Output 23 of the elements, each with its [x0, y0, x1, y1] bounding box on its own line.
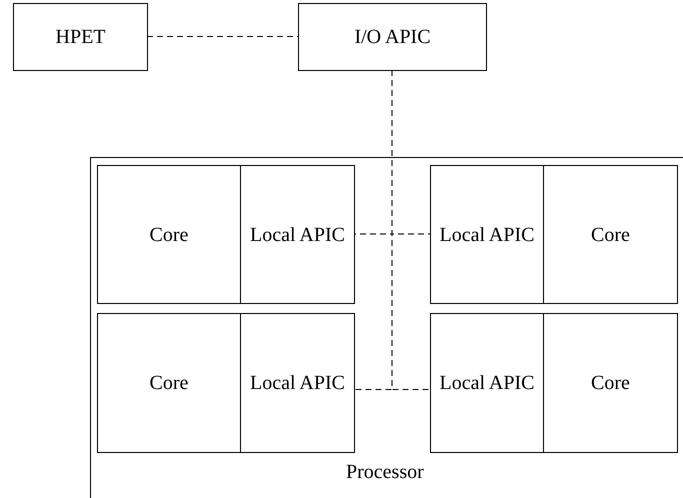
component-box	[298, 3, 487, 71]
component-box	[97, 165, 241, 304]
box-label: Core	[590, 371, 631, 396]
component-box	[240, 313, 355, 453]
component-box	[430, 313, 544, 453]
box-label: HPET	[54, 25, 106, 50]
component-box	[97, 313, 241, 453]
component-box	[240, 165, 355, 304]
processor-box	[90, 157, 683, 498]
box-label: Local APIC	[249, 222, 346, 248]
component-box	[13, 3, 148, 71]
box-label: Local APIC	[438, 371, 536, 396]
box-label: Core	[590, 222, 631, 248]
group-label: Processor	[346, 460, 424, 485]
box-label: Local APIC	[249, 371, 346, 396]
connector-line	[146, 36, 298, 37]
component-box	[543, 165, 678, 304]
box-label: Core	[148, 371, 190, 396]
box-label: Local APIC	[438, 222, 536, 248]
component-box	[543, 313, 678, 453]
component-box	[430, 165, 544, 304]
box-label: Core	[148, 222, 190, 248]
box-label: I/O APIC	[353, 25, 432, 50]
